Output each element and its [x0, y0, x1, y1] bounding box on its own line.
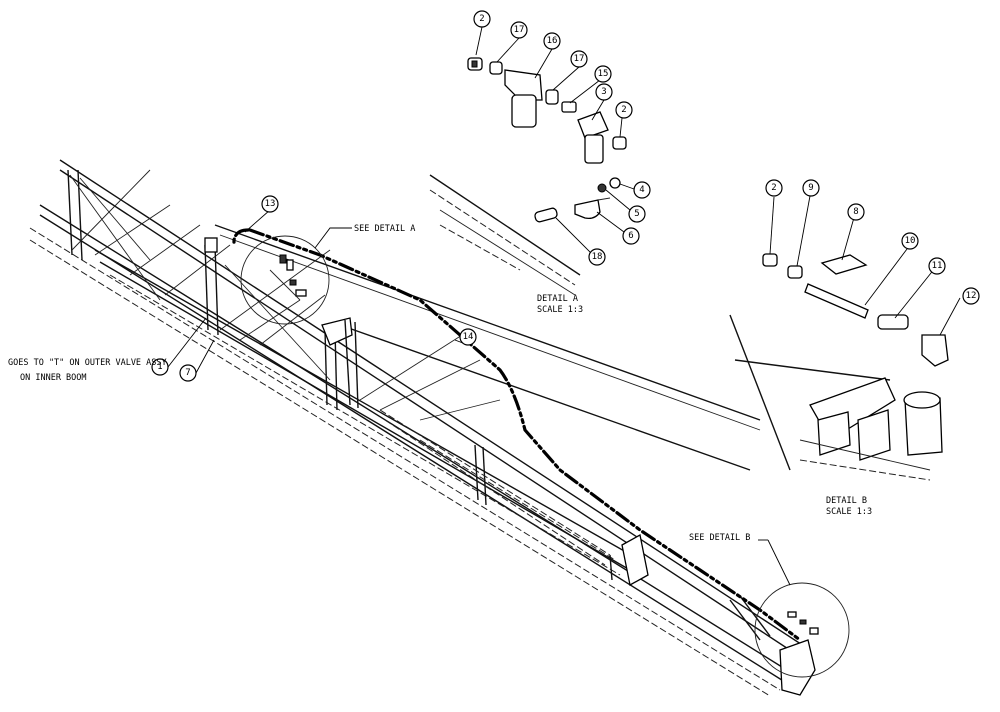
svg-text:16: 16: [547, 36, 558, 46]
svg-text:1: 1: [157, 362, 162, 372]
svg-text:10: 10: [905, 236, 916, 246]
goes-to-note-line2: ON INNER BOOM: [20, 373, 87, 383]
callout-13: 13: [261, 195, 279, 213]
detail-a-parts: [429, 57, 627, 296]
goes-to-note-line1: GOES TO "T" ON OUTER VALVE ASSY: [8, 358, 167, 368]
svg-text:18: 18: [592, 252, 603, 262]
diagram-notes: SEE DETAIL A SEE DETAIL B DETAIL A SCALE…: [8, 224, 872, 543]
callout-bubbles: 2 17 16 17 15 3 2 4 5 6 18 2 9 8 10 11 1…: [151, 10, 980, 382]
svg-text:8: 8: [853, 207, 858, 217]
callout-16: 16: [543, 32, 561, 50]
callout-18: 18: [588, 248, 606, 266]
detail-b-circle: [754, 582, 850, 678]
callout-9: 9: [802, 179, 820, 197]
svg-text:5: 5: [634, 209, 639, 219]
svg-text:14: 14: [463, 332, 474, 342]
svg-text:13: 13: [265, 199, 276, 209]
see-detail-a-note: SEE DETAIL A: [354, 224, 415, 234]
svg-text:11: 11: [932, 261, 943, 271]
callout-8: 8: [847, 203, 865, 221]
svg-text:15: 15: [598, 69, 609, 79]
detail-a-title: DETAIL A: [537, 294, 578, 304]
detail-b-title: DETAIL B: [826, 496, 867, 506]
callout-1: 1: [151, 358, 169, 376]
callout-14: 14: [459, 328, 477, 346]
callout-2: 2: [765, 179, 783, 197]
callout-2: 2: [473, 10, 491, 28]
leader-lines: [167, 26, 961, 586]
callout-3: 3: [595, 83, 613, 101]
hose-line: [232, 228, 802, 642]
boom-structure: [29, 159, 816, 697]
detail-b-scale: SCALE 1:3: [826, 507, 872, 517]
svg-text:2: 2: [771, 183, 776, 193]
detail-b-parts: [729, 253, 949, 481]
svg-text:2: 2: [621, 105, 626, 115]
svg-text:9: 9: [808, 183, 813, 193]
detail-a-circle: [240, 235, 330, 325]
callout-10: 10: [901, 232, 919, 250]
svg-text:6: 6: [628, 231, 633, 241]
svg-text:4: 4: [639, 185, 644, 195]
callout-4: 4: [633, 181, 651, 199]
callout-12: 12: [962, 287, 980, 305]
callout-5: 5: [628, 205, 646, 223]
callout-7: 7: [179, 364, 197, 382]
callout-6: 6: [622, 227, 640, 245]
svg-text:17: 17: [574, 54, 585, 64]
callout-17: 17: [570, 50, 588, 68]
svg-text:12: 12: [966, 291, 977, 301]
callout-2: 2: [615, 101, 633, 119]
svg-text:2: 2: [479, 14, 484, 24]
see-detail-b-note: SEE DETAIL B: [689, 533, 750, 543]
callout-11: 11: [928, 257, 946, 275]
svg-text:3: 3: [601, 87, 606, 97]
svg-text:17: 17: [514, 25, 525, 35]
callout-15: 15: [594, 65, 612, 83]
detail-a-scale: SCALE 1:3: [537, 305, 583, 315]
callout-17: 17: [510, 21, 528, 39]
svg-text:7: 7: [185, 368, 190, 378]
